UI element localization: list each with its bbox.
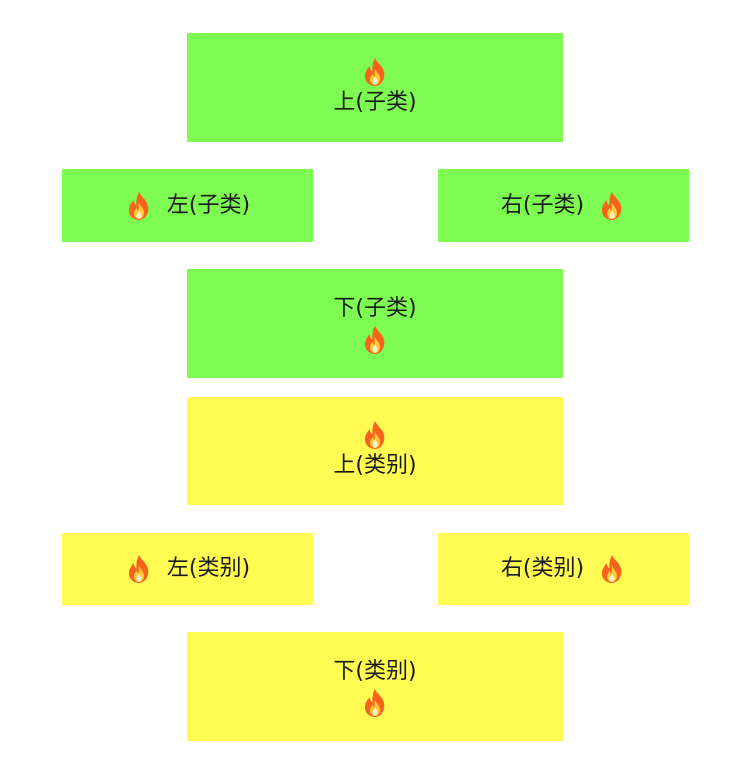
top-category-label: 上(类别) <box>333 453 417 478</box>
left-subcategory-label: 左(子类) <box>166 192 251 218</box>
right-subcategory-button[interactable]: 右(子类) <box>438 169 689 242</box>
fire-icon <box>125 554 153 584</box>
fire-icon <box>361 325 389 355</box>
top-subcategory-button[interactable]: 上(子类) <box>187 33 563 142</box>
fire-icon <box>125 191 153 221</box>
top-category-button[interactable]: 上(类别) <box>187 397 563 505</box>
left-category-label: 左(类别) <box>166 556 251 581</box>
bottom-subcategory-button[interactable]: 下(子类) <box>187 269 563 378</box>
right-category-label: 右(类别) <box>500 556 585 581</box>
top-subcategory-label: 上(子类) <box>333 89 417 115</box>
left-subcategory-button[interactable]: 左(子类) <box>62 169 313 242</box>
bottom-subcategory-label: 下(子类) <box>333 295 417 321</box>
fire-icon <box>361 57 389 87</box>
right-subcategory-label: 右(子类) <box>500 192 585 218</box>
fire-icon <box>361 420 389 450</box>
bottom-category-label: 下(类别) <box>333 658 417 684</box>
bottom-category-button[interactable]: 下(类别) <box>187 632 563 741</box>
left-category-button[interactable]: 左(类别) <box>62 533 313 605</box>
fire-icon <box>598 554 626 584</box>
fire-icon <box>598 191 626 221</box>
fire-icon <box>361 688 389 718</box>
right-category-button[interactable]: 右(类别) <box>438 533 689 605</box>
